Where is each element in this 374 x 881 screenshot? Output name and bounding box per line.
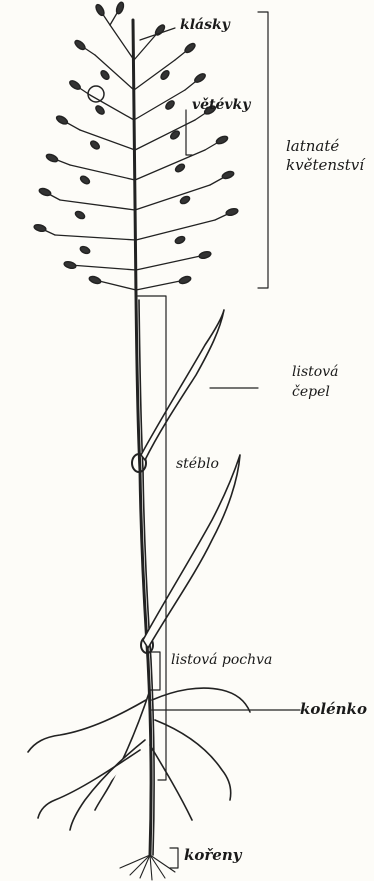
label-listova: listová: [292, 365, 338, 380]
label-listova-pochva: listová pochva: [171, 653, 272, 668]
highlighted-spikelet: [88, 86, 104, 102]
label-latnate: latnaté: [286, 138, 339, 155]
label-kvetenstvi: květenství: [286, 157, 364, 174]
roots: [120, 855, 175, 880]
label-koreny: kořeny: [184, 847, 241, 864]
label-steblo: stéblo: [176, 457, 219, 472]
label-kolenko: kolénko: [300, 701, 367, 718]
label-klasky: klásky: [180, 18, 230, 33]
label-cepel: čepel: [292, 385, 330, 400]
label-vetevky: větévky: [192, 98, 250, 113]
